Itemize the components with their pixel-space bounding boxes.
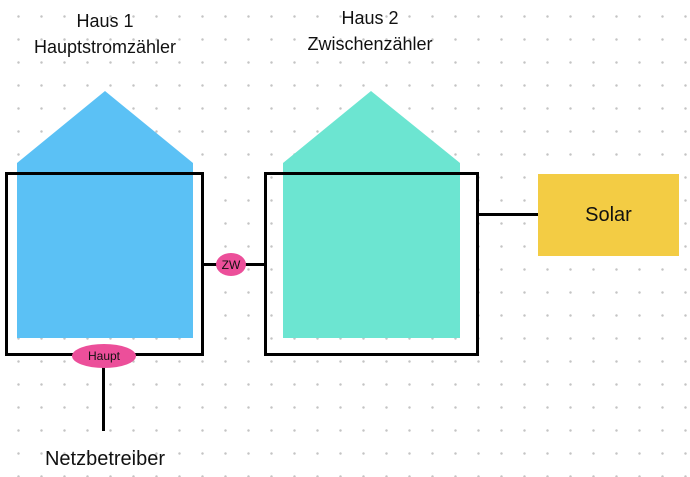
house2-shape xyxy=(283,91,460,338)
house1-body xyxy=(17,91,193,338)
connector-house1-zw xyxy=(203,263,218,266)
connector-haupt-grid xyxy=(102,366,105,431)
house2-frame xyxy=(264,172,479,356)
zw-meter-label: ZW xyxy=(221,257,241,272)
house2-body xyxy=(283,91,460,338)
haupt-meter: Haupt xyxy=(72,344,136,368)
house1-shape xyxy=(17,91,193,338)
house1-subtitle: Hauptstromzähler xyxy=(33,37,177,57)
house1-frame xyxy=(5,172,204,356)
zw-meter: ZW xyxy=(216,253,246,276)
house2-subtitle: Zwischenzähler xyxy=(307,34,433,54)
solar-label: Solar xyxy=(585,203,632,226)
haupt-meter-label: Haupt xyxy=(87,349,121,363)
connector-zw-house2 xyxy=(244,263,265,266)
house1-title: Haus 1 Hauptstromzähler xyxy=(5,8,205,60)
house1-name: Haus 1 xyxy=(76,11,134,31)
grid-operator-label: Netzbetreiber xyxy=(44,448,166,470)
connector-house2-solar xyxy=(478,213,538,216)
solar-box: Solar xyxy=(538,174,679,256)
house2-title: Haus 2 Zwischenzähler xyxy=(270,5,470,57)
house2-name: Haus 2 xyxy=(341,8,399,28)
